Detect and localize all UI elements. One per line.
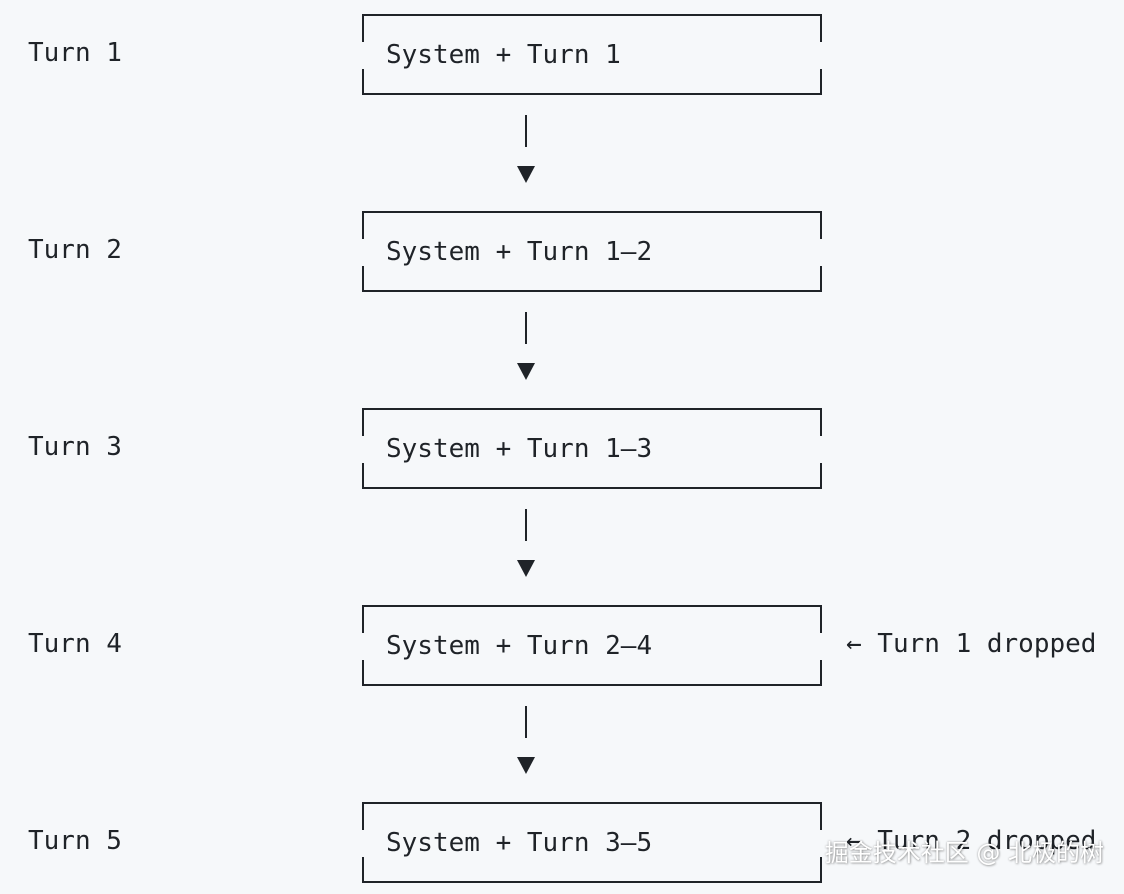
box-edge bbox=[362, 410, 364, 436]
context-text: System + Turn 2–4 bbox=[386, 631, 653, 661]
box-edge bbox=[820, 16, 822, 42]
context-text: System + Turn 1–2 bbox=[386, 237, 653, 267]
down-arrow bbox=[516, 706, 536, 776]
box-edge bbox=[362, 804, 364, 830]
box-edge bbox=[820, 857, 822, 881]
box-edge bbox=[362, 857, 364, 881]
box-edge bbox=[362, 69, 364, 93]
arrow-down-icon bbox=[517, 560, 535, 577]
watermark: 掘金技术社区 @ 北极的树 bbox=[824, 839, 1104, 867]
box-edge bbox=[362, 660, 364, 684]
context-box: System + Turn 1 bbox=[362, 14, 822, 95]
box-edge bbox=[820, 69, 822, 93]
turn-label: Turn 3 bbox=[28, 432, 122, 462]
turn-label: Turn 4 bbox=[28, 629, 122, 659]
arrow-down-icon bbox=[517, 757, 535, 774]
box-edge bbox=[820, 660, 822, 684]
context-box: System + Turn 3–5 bbox=[362, 802, 822, 883]
box-edge bbox=[362, 266, 364, 290]
turn-label: Turn 5 bbox=[28, 826, 122, 856]
down-arrow bbox=[516, 509, 536, 579]
box-edge bbox=[820, 463, 822, 487]
down-arrow bbox=[516, 312, 536, 382]
box-edge bbox=[820, 213, 822, 239]
arrow-down-icon bbox=[517, 166, 535, 183]
arrow-stem bbox=[525, 509, 527, 541]
box-edge bbox=[362, 463, 364, 487]
context-text: System + Turn 1–3 bbox=[386, 434, 653, 464]
box-edge bbox=[820, 607, 822, 633]
dropped-note: ← Turn 2 dropped bbox=[846, 826, 1097, 856]
turn-label: Turn 2 bbox=[28, 235, 122, 265]
box-edge bbox=[362, 16, 364, 42]
arrow-stem bbox=[525, 312, 527, 344]
box-edge bbox=[820, 266, 822, 290]
context-text: System + Turn 3–5 bbox=[386, 828, 653, 858]
context-box: System + Turn 2–4 bbox=[362, 605, 822, 686]
box-edge bbox=[362, 607, 364, 633]
turn-label: Turn 1 bbox=[28, 38, 122, 68]
down-arrow bbox=[516, 115, 536, 185]
arrow-stem bbox=[525, 115, 527, 147]
box-edge bbox=[820, 410, 822, 436]
box-edge bbox=[362, 213, 364, 239]
box-edge bbox=[820, 804, 822, 830]
context-box: System + Turn 1–2 bbox=[362, 211, 822, 292]
context-box: System + Turn 1–3 bbox=[362, 408, 822, 489]
arrow-stem bbox=[525, 706, 527, 738]
dropped-note: ← Turn 1 dropped bbox=[846, 629, 1097, 659]
context-text: System + Turn 1 bbox=[386, 40, 621, 70]
arrow-down-icon bbox=[517, 363, 535, 380]
